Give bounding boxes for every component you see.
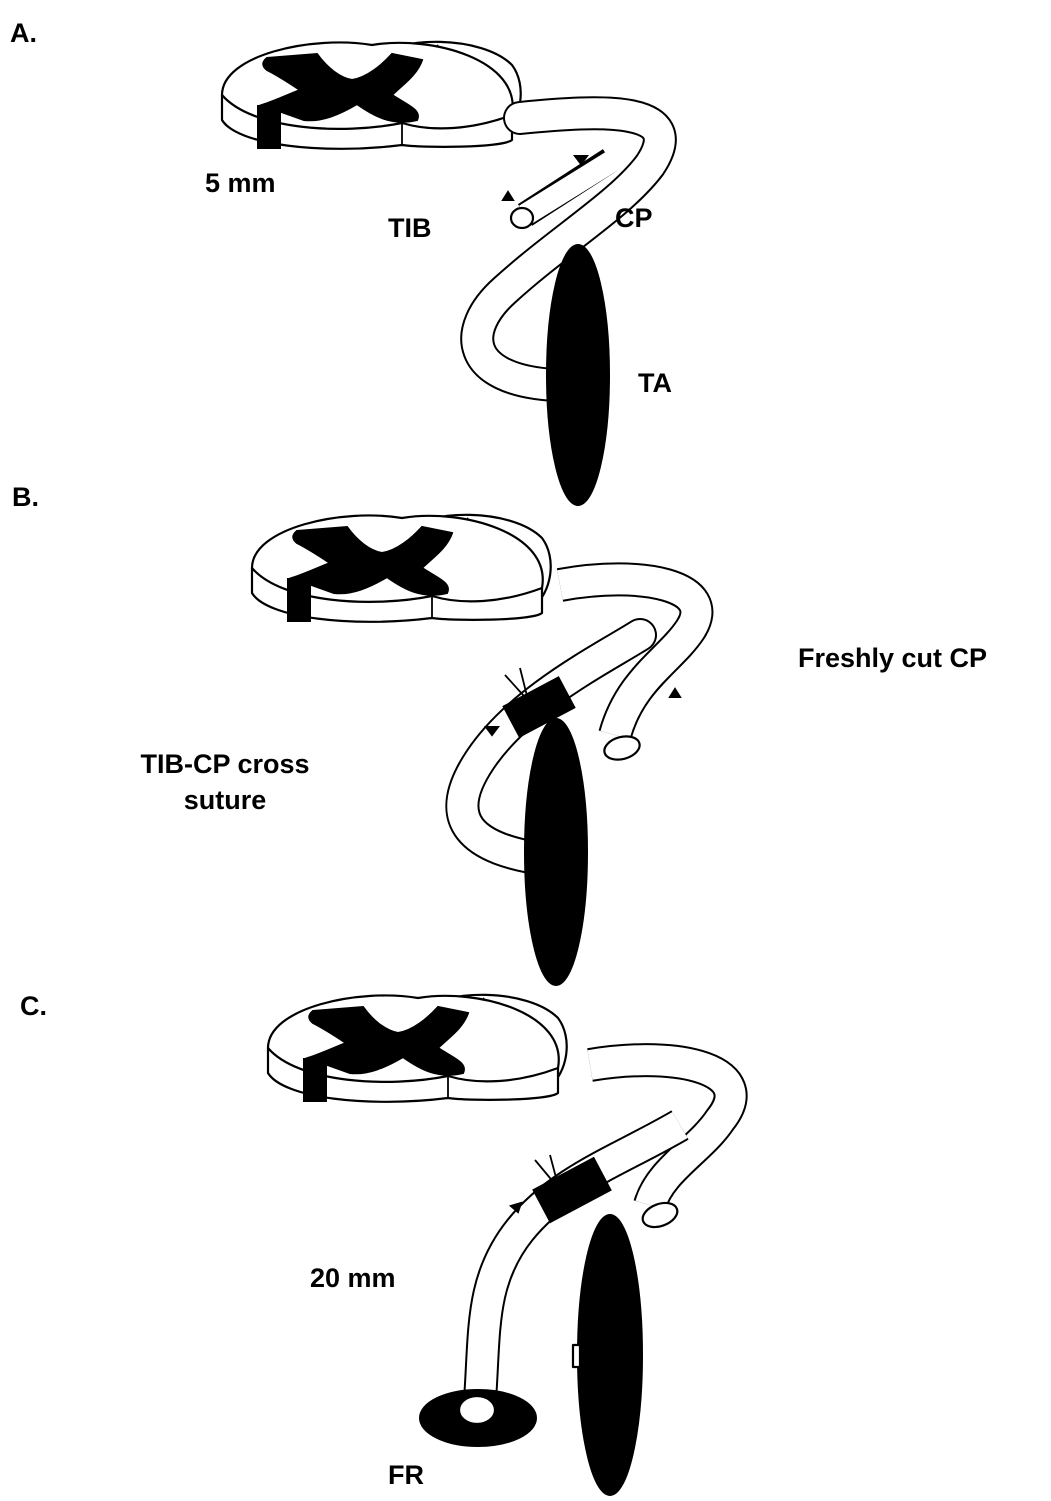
ta-label: TA <box>638 370 672 397</box>
cross-suture-label-line2: suture <box>105 787 345 814</box>
cp-label: CP <box>615 205 653 232</box>
panel-b-label: B. <box>12 484 39 511</box>
arrowhead-b2 <box>670 689 680 697</box>
tib-label: TIB <box>388 215 432 242</box>
fr-label: FR <box>388 1462 424 1489</box>
spinal-cord-c <box>268 995 567 1102</box>
ta-muscle-b <box>525 719 587 985</box>
spinal-cord-a <box>222 42 521 149</box>
fr-nerve-end <box>459 1396 495 1424</box>
freshly-cut-cp-label: Freshly cut CP <box>798 645 987 672</box>
scale-label-c: 20 mm <box>310 1265 396 1292</box>
arrowhead-a2 <box>503 192 513 200</box>
ta-muscle-a <box>547 245 609 505</box>
ta-tab-c <box>573 1345 580 1367</box>
scale-label-a: 5 mm <box>205 170 276 197</box>
panel-c-diagram <box>268 995 731 1495</box>
ta-muscle-c <box>578 1215 642 1495</box>
cross-suture-label-line1: TIB-CP cross <box>105 751 345 778</box>
panel-b-diagram <box>252 515 696 985</box>
arrowhead-c1 <box>511 1203 521 1212</box>
panel-a-label: A. <box>10 20 37 47</box>
spinal-cord-b <box>252 515 551 622</box>
panel-c-label: C. <box>20 993 47 1020</box>
panel-a-diagram <box>222 42 660 505</box>
